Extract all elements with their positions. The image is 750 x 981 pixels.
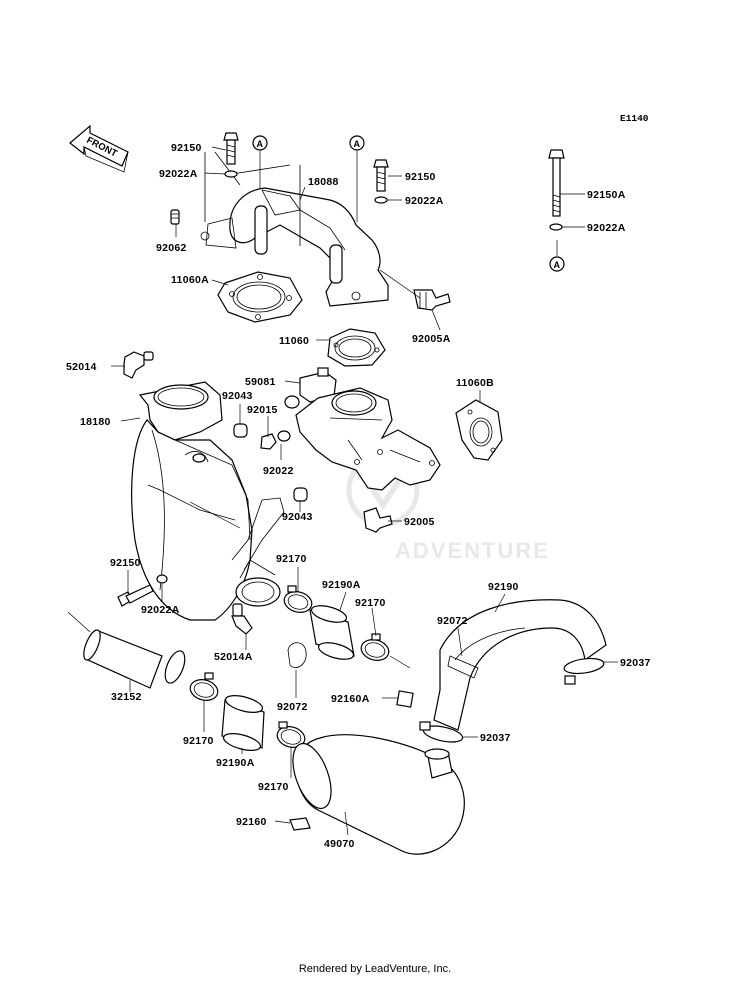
clamp-92170-d: [276, 721, 306, 748]
bolt-92150-low: [117, 584, 154, 607]
washer-92022: [277, 430, 291, 442]
reference-marker-a-center: A: [349, 135, 365, 222]
svg-text:A: A: [554, 260, 561, 270]
label-92043: 92043: [282, 511, 313, 523]
label-92190: 92190: [488, 581, 519, 593]
gasket-11060B: [455, 399, 503, 461]
collar-92043-low: [293, 487, 308, 502]
label-92190A: 92190A: [216, 757, 255, 769]
label-92150A: 92150A: [587, 189, 626, 201]
elbow-fitting-52014A: [231, 603, 253, 635]
label-92043: 92043: [222, 390, 253, 402]
gasket-11060A: [217, 271, 303, 323]
label-52014A: 52014A: [214, 651, 253, 663]
nut-92015: [260, 433, 277, 450]
bolt-92150A: [548, 149, 565, 217]
bolt-92150-top: [223, 132, 239, 165]
label-92170: 92170: [276, 553, 307, 565]
label-59081: 59081: [245, 376, 276, 388]
washer-92022A-low: [156, 574, 168, 584]
tag-92160: [289, 817, 311, 831]
label-92072: 92072: [277, 701, 308, 713]
label-92037: 92037: [480, 732, 511, 744]
svg-text:A: A: [257, 139, 264, 149]
label-92062: 92062: [156, 242, 187, 254]
reference-marker-a-left: A: [252, 135, 268, 205]
washer-92022A-top: [224, 170, 238, 178]
label-32152: 32152: [111, 691, 142, 703]
label-92022A: 92022A: [405, 195, 444, 207]
front-arrow-icon: FRONT: [69, 124, 129, 173]
leader-lines: [111, 146, 618, 836]
label-92022A: 92022A: [141, 604, 180, 616]
exhaust-pipe-center: [295, 387, 441, 491]
clamp-92037-right: [563, 657, 605, 685]
watermark-text: ADVENTURE: [395, 538, 550, 563]
label-92037: 92037: [620, 657, 651, 669]
reference-marker-a-right: A: [549, 240, 565, 272]
clamp-92170-a: [283, 585, 313, 613]
diagram-code: E1140: [620, 113, 649, 124]
fitting-92005A: [413, 289, 451, 311]
pipe-32152: [67, 611, 186, 689]
label-92005A: 92005A: [412, 333, 451, 345]
sensor-59081: [284, 367, 337, 409]
label-92170: 92170: [355, 597, 386, 609]
label-92005: 92005: [404, 516, 435, 528]
hose-92190A-a: [309, 605, 355, 660]
label-92015: 92015: [247, 404, 278, 416]
part-labels: 92150 92022A 92062 18088 92150 92022A 92…: [66, 142, 651, 850]
elbow-fitting-52014: [123, 351, 154, 379]
collar-92043-top: [233, 423, 248, 438]
gasket-11060: [327, 328, 386, 367]
label-92150: 92150: [405, 171, 436, 183]
washer-92022A-mid: [374, 196, 388, 204]
clamp-92037-mid: [419, 721, 464, 743]
label-92150: 92150: [171, 142, 202, 154]
washer-92022A-right: [549, 223, 563, 231]
label-92190A: 92190A: [322, 579, 361, 591]
label-92160A: 92160A: [331, 693, 370, 705]
exhaust-manifold-18088: [200, 151, 389, 307]
label-18088: 18088: [308, 176, 339, 188]
label-11060B: 11060B: [456, 377, 494, 389]
label-18180: 18180: [80, 416, 111, 428]
label-92072: 92072: [437, 615, 468, 627]
tag-92160A: [396, 690, 414, 708]
label-92170: 92170: [183, 735, 214, 747]
label-11060: 11060: [279, 335, 309, 347]
label-49070: 49070: [324, 838, 355, 850]
band-92072-right: [447, 655, 479, 679]
hose-92190A-b: [221, 695, 265, 751]
footer-credit: Rendered by LeadVenture, Inc.: [298, 963, 452, 975]
label-92150: 92150: [110, 557, 141, 569]
label-92160: 92160: [236, 816, 267, 828]
muffler-49070: [292, 734, 465, 855]
band-92072-mid: [287, 642, 307, 669]
clamp-92170-c: [189, 672, 219, 701]
svg-text:A: A: [354, 139, 361, 149]
label-92022A: 92022A: [587, 222, 626, 234]
label-92170: 92170: [258, 781, 289, 793]
bolt-92150-mid: [373, 159, 389, 192]
label-92022A: 92022A: [159, 168, 198, 180]
clamp-92170-b: [360, 633, 411, 669]
label-52014: 52014: [66, 361, 97, 373]
expansion-chamber-18180: [131, 381, 285, 621]
stud-92062: [170, 209, 180, 225]
label-11060A: 11060A: [171, 274, 209, 286]
fitting-92005: [363, 507, 393, 533]
label-92022: 92022: [263, 465, 294, 477]
